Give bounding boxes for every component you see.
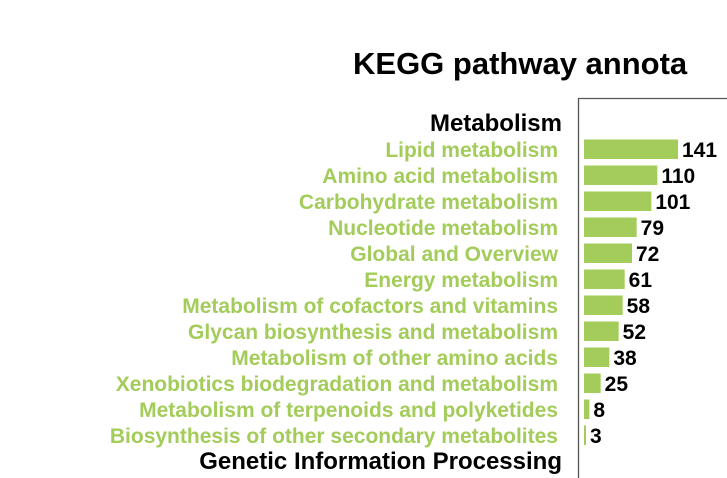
bar xyxy=(584,269,625,289)
bar xyxy=(584,425,586,445)
bar xyxy=(584,321,619,341)
value-label: 110 xyxy=(661,165,695,188)
category-label: Metabolism of terpenoids and polyketides xyxy=(139,399,558,422)
bar xyxy=(584,217,637,237)
bar xyxy=(584,295,623,315)
bar xyxy=(584,399,590,419)
value-label: 101 xyxy=(655,191,690,214)
bar xyxy=(584,373,601,393)
category-label: Glycan biosynthesis and metabolism xyxy=(188,321,558,344)
bar xyxy=(584,347,610,367)
category-label: Carbohydrate metabolism xyxy=(299,191,558,214)
value-label: 25 xyxy=(605,373,629,396)
category-label: Global and Overview xyxy=(350,243,558,266)
value-label: 79 xyxy=(641,217,664,240)
value-label: 58 xyxy=(627,295,651,318)
value-label: 61 xyxy=(629,269,653,292)
value-label: 8 xyxy=(593,399,605,422)
bar xyxy=(584,191,652,211)
bar xyxy=(584,165,658,185)
category-label: Xenobiotics biodegradation and metabolis… xyxy=(116,373,558,396)
value-label: 38 xyxy=(613,347,637,370)
category-label: Lipid metabolism xyxy=(385,139,558,162)
bar xyxy=(584,243,632,263)
value-label: 52 xyxy=(623,321,646,344)
value-label: 72 xyxy=(636,243,659,266)
group-label: Genetic Information Processing xyxy=(199,448,562,475)
category-label: Energy metabolism xyxy=(364,269,558,292)
category-label: Amino acid metabolism xyxy=(322,165,558,188)
value-label: 141 xyxy=(682,139,717,162)
bar xyxy=(584,139,678,159)
category-label: Biosynthesis of other secondary metaboli… xyxy=(110,425,558,448)
chart-title: KEGG pathway annota xyxy=(353,46,688,81)
value-label: 3 xyxy=(590,425,602,448)
category-label: Nucleotide metabolism xyxy=(328,217,558,240)
category-label: Metabolism of cofactors and vitamins xyxy=(182,295,558,318)
plot-frame xyxy=(577,97,727,478)
group-label: Metabolism xyxy=(430,110,562,137)
category-label: Metabolism of other amino acids xyxy=(231,347,558,370)
